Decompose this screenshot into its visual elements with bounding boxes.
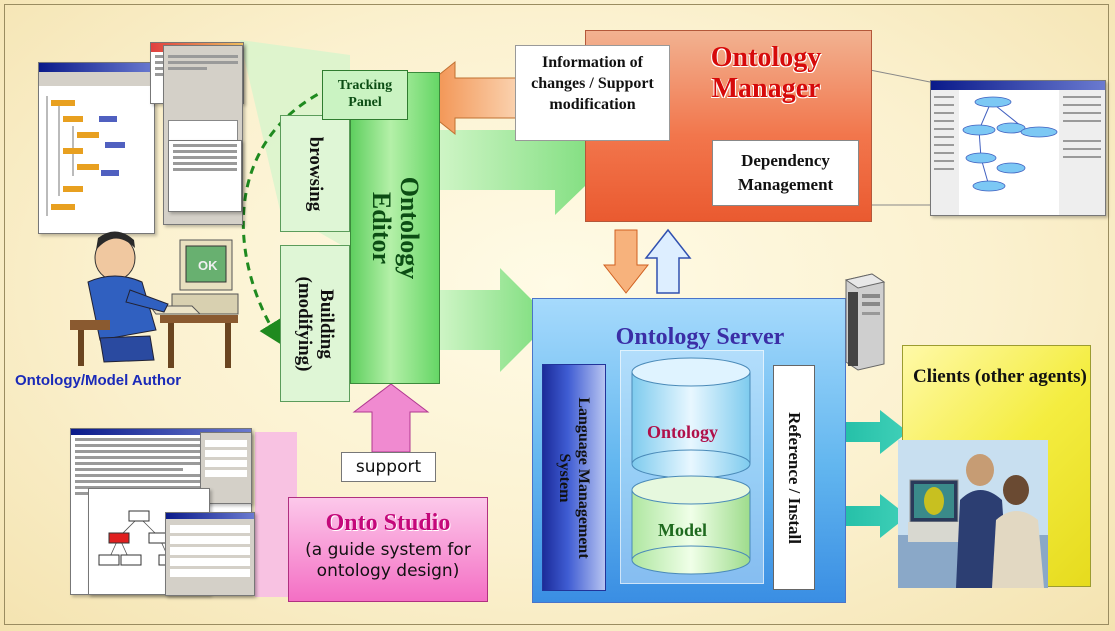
frame-border (4, 4, 1109, 625)
reference-install-box: Reference / Install (773, 365, 815, 590)
ontology-editor-label: Ontology Editor (367, 176, 424, 280)
building-label: Building (modifying) (294, 276, 337, 371)
support-label-box: support (341, 452, 436, 482)
ontology-editor-box: Ontology Editor (350, 72, 440, 384)
support-arrow (352, 383, 430, 453)
browsing-label: browsing (305, 136, 326, 211)
ontology-manager-title: Ontology Manager (710, 42, 822, 104)
info-changes-box: Information of changes / Support modific… (515, 45, 670, 141)
to-clients-arrow-top (813, 410, 908, 454)
onto-studio-title: Onto Studio (325, 510, 451, 536)
tracking-panel-box: Tracking Panel (322, 70, 408, 120)
ontology-cylinder-icon (631, 357, 751, 479)
studio-screenshot-dialog (165, 512, 255, 596)
building-box: Building (modifying) (280, 245, 350, 402)
model-cylinder-icon (631, 475, 751, 575)
browsing-box: browsing (280, 115, 350, 232)
server-tower-icon (844, 273, 886, 371)
database-cylinders (631, 357, 751, 575)
people-photo-icon (898, 440, 1048, 588)
support-label: support (355, 457, 422, 477)
tracking-panel-label: Tracking Panel (337, 78, 393, 110)
clients-title: Clients (other agents) (913, 366, 1087, 387)
language-management-label: Language Management System (556, 396, 592, 559)
dependency-box: Dependency Management (712, 140, 859, 206)
model-db-label: Model (658, 520, 707, 540)
ontology-db-label: Ontology (646, 422, 718, 442)
dashed-feedback-curve (241, 86, 331, 346)
ontology-server-title: Ontology Server (615, 324, 785, 350)
editor-screenshot-table (168, 140, 242, 212)
editor-screenshot-main (38, 62, 155, 234)
info-changes-label: Information of changes / Support modific… (531, 54, 654, 113)
manager-to-server-arrow (602, 229, 650, 294)
onto-studio-subtitle: (a guide system for ontology design) (305, 540, 471, 581)
to-clients-arrow-bottom (813, 494, 908, 538)
server-to-manager-arrow (644, 228, 692, 294)
svg-text:OK: OK (198, 258, 218, 273)
onto-studio-box: Onto Studio (a guide system for ontology… (288, 497, 488, 602)
author-label: Ontology/Model Author (15, 372, 182, 389)
editor-to-server-arrow (438, 268, 552, 372)
author-at-computer-icon: OK (70, 231, 239, 368)
reference-install-label: Reference / Install (785, 411, 804, 544)
language-management-box: Language Management System (542, 364, 606, 591)
dependency-label: Dependency Management (737, 151, 834, 194)
manager-screenshot (930, 80, 1106, 216)
